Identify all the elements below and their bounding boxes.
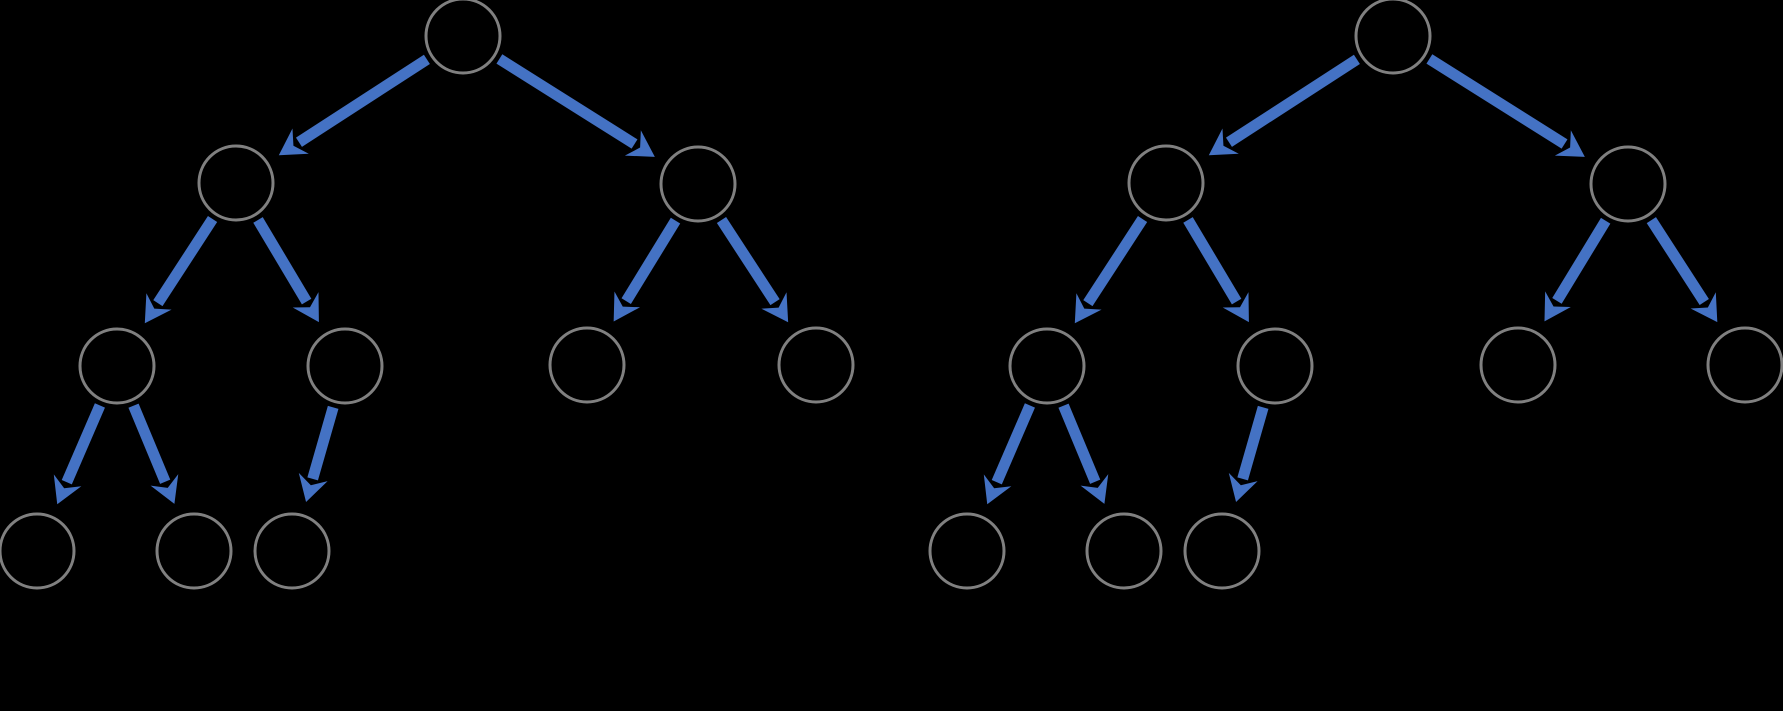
node-circle[interactable]	[306, 327, 384, 405]
tree-edge	[153, 216, 218, 307]
node-circle[interactable]	[1127, 144, 1205, 222]
node-circle[interactable]	[548, 326, 626, 404]
tree-edge	[1183, 217, 1242, 305]
node-circle[interactable]	[1589, 145, 1667, 223]
tree-edge	[1237, 405, 1269, 481]
node-circle[interactable]	[197, 144, 275, 222]
arrow-head-icon	[144, 293, 172, 324]
tree-edge	[1426, 54, 1568, 149]
arrow-head-icon	[761, 292, 789, 323]
node-circle[interactable]	[78, 327, 156, 405]
tree-edge	[295, 54, 430, 147]
arrow-head-icon	[298, 472, 328, 502]
tree-node[interactable]	[1354, 0, 1432, 75]
tree-node[interactable]	[1589, 145, 1667, 223]
arrow-head-icon	[983, 474, 1012, 505]
tree-node[interactable]	[253, 512, 331, 590]
node-circle[interactable]	[1085, 512, 1163, 590]
tree-node[interactable]	[1183, 512, 1261, 590]
node-circle[interactable]	[1706, 326, 1783, 404]
node-circle[interactable]	[1008, 327, 1086, 405]
arrow-head-icon	[1554, 130, 1585, 157]
tree-node[interactable]	[0, 512, 76, 590]
tree-edge	[1646, 217, 1709, 305]
node-circle[interactable]	[777, 326, 855, 404]
tree-edge	[1225, 54, 1360, 147]
arrow-head-icon	[1222, 292, 1249, 323]
arrow-head-icon	[1544, 291, 1571, 322]
tree-node[interactable]	[1706, 326, 1783, 404]
nodes-layer	[0, 0, 1783, 590]
tree-nodes-right-tree	[928, 0, 1783, 590]
tree-edge	[716, 217, 780, 306]
tree-node[interactable]	[1236, 327, 1314, 405]
tree-node[interactable]	[1008, 327, 1086, 405]
tree-node[interactable]	[659, 145, 737, 223]
tree-node[interactable]	[1085, 512, 1163, 590]
arrow-head-icon	[1080, 474, 1109, 504]
arrow-head-icon	[292, 292, 319, 323]
arrow-head-icon	[1228, 472, 1258, 502]
tree-edge	[1552, 217, 1611, 304]
node-circle[interactable]	[155, 512, 233, 590]
node-circle[interactable]	[1183, 512, 1261, 590]
tree-node[interactable]	[78, 327, 156, 405]
tree-node[interactable]	[928, 512, 1006, 590]
tree-edge	[496, 54, 638, 149]
tree-edge	[1058, 403, 1101, 484]
tree-node[interactable]	[424, 0, 502, 75]
tree-node[interactable]	[155, 512, 233, 590]
tree-nodes-left-tree	[0, 0, 855, 590]
tree-node[interactable]	[1479, 326, 1557, 404]
tree-edges-left-tree	[53, 54, 789, 505]
node-circle[interactable]	[253, 512, 331, 590]
arrow-head-icon	[1690, 292, 1718, 323]
node-circle[interactable]	[1354, 0, 1432, 75]
arrow-head-icon	[53, 474, 82, 505]
arrow-head-icon	[1208, 128, 1239, 156]
tree-node[interactable]	[306, 327, 384, 405]
node-circle[interactable]	[659, 145, 737, 223]
tree-node[interactable]	[777, 326, 855, 404]
tree-edge	[307, 405, 339, 481]
tree-node[interactable]	[1127, 144, 1205, 222]
tree-node[interactable]	[197, 144, 275, 222]
node-circle[interactable]	[1479, 326, 1557, 404]
tree-edge	[991, 403, 1035, 485]
arrow-head-icon	[150, 474, 179, 504]
tree-edge	[61, 403, 105, 485]
arrow-head-icon	[624, 130, 655, 157]
node-circle[interactable]	[1236, 327, 1314, 405]
node-circle[interactable]	[424, 0, 502, 75]
arrow-head-icon	[1074, 293, 1102, 324]
tree-edge	[253, 217, 312, 305]
arrow-head-icon	[278, 128, 309, 156]
node-circle[interactable]	[928, 512, 1006, 590]
edges-layer	[53, 54, 1718, 505]
tree-edge	[1083, 216, 1148, 307]
node-circle[interactable]	[0, 512, 76, 590]
tree-edges-right-tree	[983, 54, 1718, 505]
arrow-head-icon	[613, 291, 641, 322]
tree-node[interactable]	[548, 326, 626, 404]
tree-edge	[621, 217, 681, 304]
tree-edge	[128, 403, 171, 484]
